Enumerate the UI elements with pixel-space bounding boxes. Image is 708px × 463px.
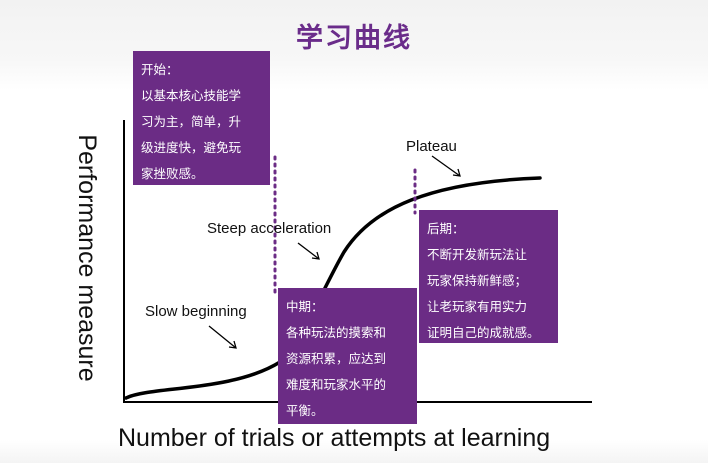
x-axis-label: Number of trials or attempts at learning: [118, 424, 551, 452]
arrow-steep-head: [311, 251, 320, 260]
page-title: 学习曲线: [296, 23, 412, 54]
arrow-plateau: [431, 155, 461, 177]
note-middle-line-2: 各种玩法的摸索和: [286, 325, 387, 340]
note-start-line-5: 家挫败感。: [141, 166, 204, 181]
annotation-steep-acceleration: Steep acceleration: [207, 220, 332, 237]
note-late-line-2: 不断开发新玩法让: [427, 247, 528, 262]
note-start: 开始： 以基本核心技能学 习为主，简单，升 级进度快，避免玩 家挫败感。: [133, 51, 270, 185]
note-start-line-1: 开始：: [141, 62, 179, 77]
annotation-slow-beginning: Slow beginning: [145, 303, 247, 320]
note-middle-line-3: 资源积累，应达到: [286, 351, 387, 366]
arrow-plateau-head: [452, 168, 461, 177]
note-late-line-1: 后期：: [427, 221, 465, 236]
annotation-arrows: [208, 155, 461, 349]
y-axis-label: Performance measure: [73, 134, 101, 382]
note-late: 后期： 不断开发新玩法让 玩家保持新鲜感； 让老玩家有用实力 证明自己的成就感。: [419, 210, 558, 343]
note-start-line-4: 级进度快，避免玩: [141, 140, 242, 155]
note-middle-line-1: 中期：: [286, 299, 324, 314]
note-start-line-3: 习为主，简单，升: [141, 114, 242, 129]
note-middle-line-4: 难度和玩家水平的: [286, 377, 387, 392]
note-late-line-3: 玩家保持新鲜感；: [427, 273, 528, 288]
arrow-steep: [297, 242, 320, 260]
arrow-slow-head: [228, 340, 237, 349]
note-start-line-2: 以基本核心技能学: [141, 88, 242, 103]
note-late-line-5: 证明自己的成就感。: [427, 325, 540, 340]
note-middle-line-5: 平衡。: [286, 403, 324, 418]
note-late-line-4: 让老玩家有用实力: [427, 299, 528, 314]
note-middle: 中期： 各种玩法的摸索和 资源积累，应达到 难度和玩家水平的 平衡。: [278, 288, 417, 424]
arrow-slow: [208, 325, 237, 349]
annotation-plateau: Plateau: [406, 138, 457, 155]
